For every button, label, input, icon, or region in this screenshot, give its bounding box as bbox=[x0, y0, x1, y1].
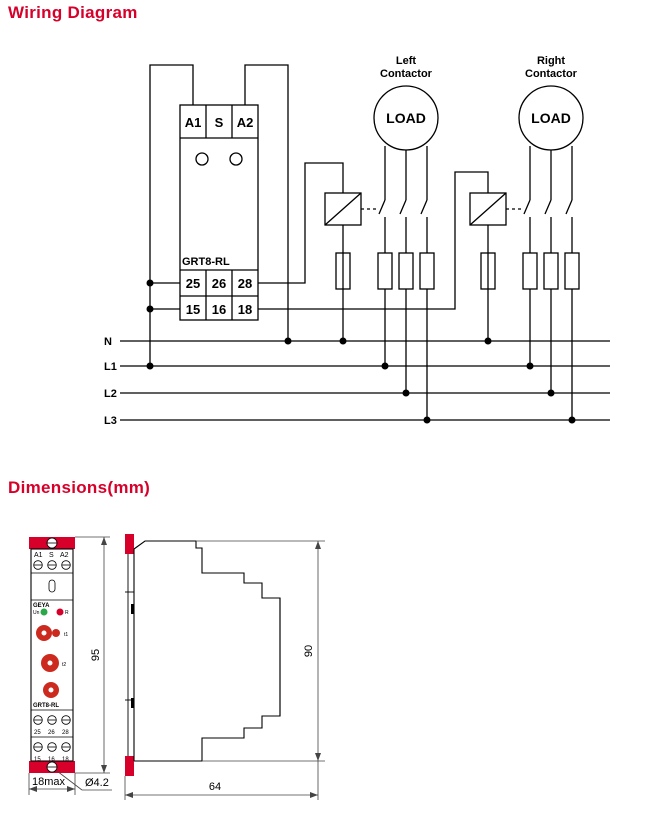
terminal-18: 18 bbox=[238, 302, 252, 317]
dimensions-title: Dimensions(mm) bbox=[8, 478, 151, 497]
led-indicator-right bbox=[229, 152, 243, 166]
wiring-diagram-title: Wiring Diagram bbox=[8, 3, 138, 22]
left-contactor-label-2: Contactor bbox=[380, 68, 433, 80]
side-dimension-lines bbox=[124, 540, 325, 800]
left-load-label: LOAD bbox=[386, 110, 426, 126]
line-label-n: N bbox=[104, 336, 112, 348]
module-model-label: GRT8-RL bbox=[182, 256, 230, 268]
front-led-r-label: R bbox=[65, 610, 69, 616]
line-label-l2: L2 bbox=[104, 388, 117, 400]
line-label-l1: L1 bbox=[104, 361, 117, 373]
right-load-label: LOAD bbox=[531, 110, 571, 126]
line-label-l3: L3 bbox=[104, 415, 117, 427]
right-contactor-label-1: Right bbox=[537, 55, 565, 67]
front-terminal-25: 25 bbox=[34, 730, 41, 736]
dim-width-label: 18max bbox=[32, 776, 66, 788]
front-terminal-a2: A2 bbox=[60, 552, 69, 559]
junction-dots bbox=[146, 279, 576, 424]
front-terminal-18: 18 bbox=[62, 757, 69, 763]
dim-hole-label: Ø4.2 bbox=[85, 777, 109, 789]
dim-body-label: 90 bbox=[303, 645, 315, 657]
left-contactor-label-1: Left bbox=[396, 55, 417, 67]
right-contactor-label-2: Contactor bbox=[525, 68, 578, 80]
front-led-r bbox=[56, 608, 64, 616]
front-view: A1 S A2 GEYA Un R t1 t2 GRT8-RL 25 26 28… bbox=[29, 537, 75, 773]
front-terminal-15: 15 bbox=[34, 757, 41, 763]
front-terminal-16: 16 bbox=[48, 757, 55, 763]
front-terminal-a1: A1 bbox=[34, 552, 43, 559]
front-t2-label: t2 bbox=[62, 662, 66, 668]
front-t1-label: t1 bbox=[64, 632, 68, 638]
terminal-a2: A2 bbox=[237, 115, 254, 130]
front-model-label: GRT8-RL bbox=[33, 703, 59, 709]
front-led-un bbox=[40, 608, 48, 616]
front-led-un-label: Un bbox=[33, 610, 40, 616]
dim-depth-label: 64 bbox=[209, 781, 221, 793]
terminal-15: 15 bbox=[186, 302, 200, 317]
front-terminal-s: S bbox=[49, 552, 54, 559]
front-terminal-26: 26 bbox=[48, 730, 55, 736]
terminal-28: 28 bbox=[238, 276, 252, 291]
terminal-s: S bbox=[215, 115, 224, 130]
terminal-16: 16 bbox=[212, 302, 226, 317]
led-indicator-left bbox=[195, 152, 209, 166]
terminal-25: 25 bbox=[186, 276, 200, 291]
side-view bbox=[125, 534, 281, 776]
front-brand: GEYA bbox=[33, 603, 50, 609]
dim-height-label: 95 bbox=[90, 649, 102, 661]
front-terminal-28: 28 bbox=[62, 730, 69, 736]
relay-module-body bbox=[179, 104, 259, 321]
terminal-26: 26 bbox=[212, 276, 226, 291]
terminal-a1: A1 bbox=[185, 115, 202, 130]
